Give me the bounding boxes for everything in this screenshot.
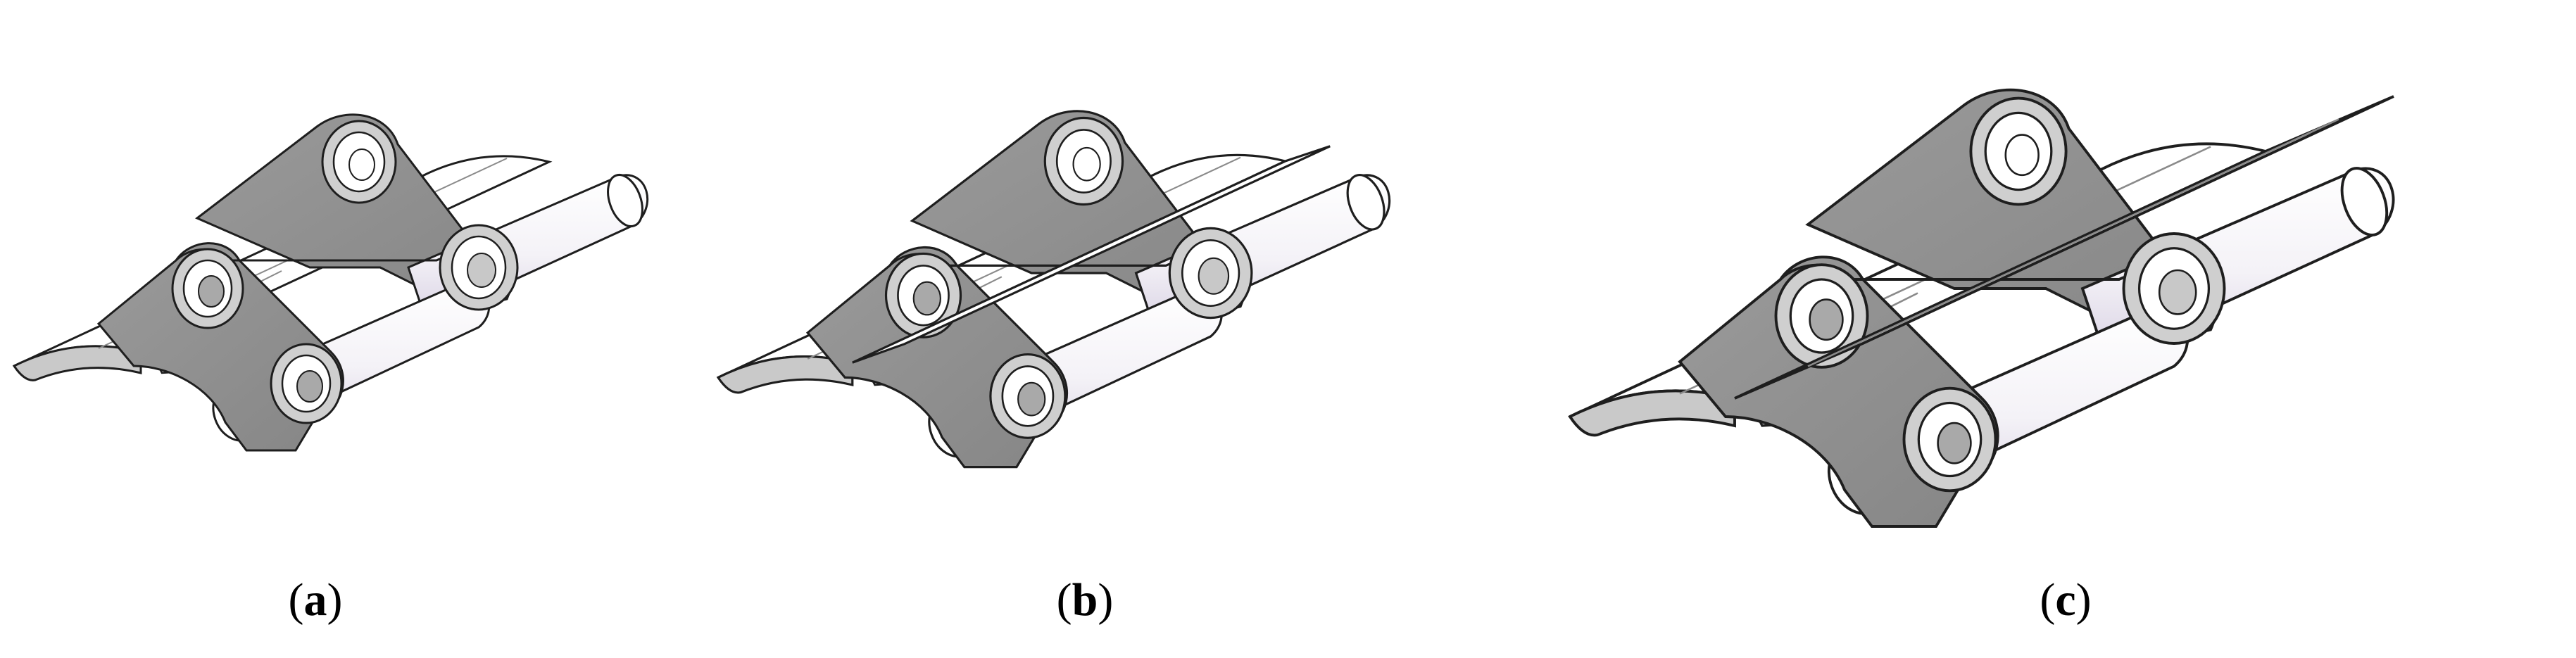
caption-b-letter: b xyxy=(1072,574,1098,626)
panel-c-chain-link xyxy=(1569,88,2397,528)
panel-a-chain-link xyxy=(13,113,651,452)
panel-b-chain-link xyxy=(717,110,1393,469)
caption-c-letter: c xyxy=(2055,574,2076,626)
caption-a-letter: a xyxy=(303,574,327,626)
caption-a: (a) xyxy=(288,574,343,626)
caption-b: (b) xyxy=(1056,574,1114,626)
chain-link-illustrations xyxy=(13,88,2397,528)
caption-c: (c) xyxy=(2040,574,2092,626)
